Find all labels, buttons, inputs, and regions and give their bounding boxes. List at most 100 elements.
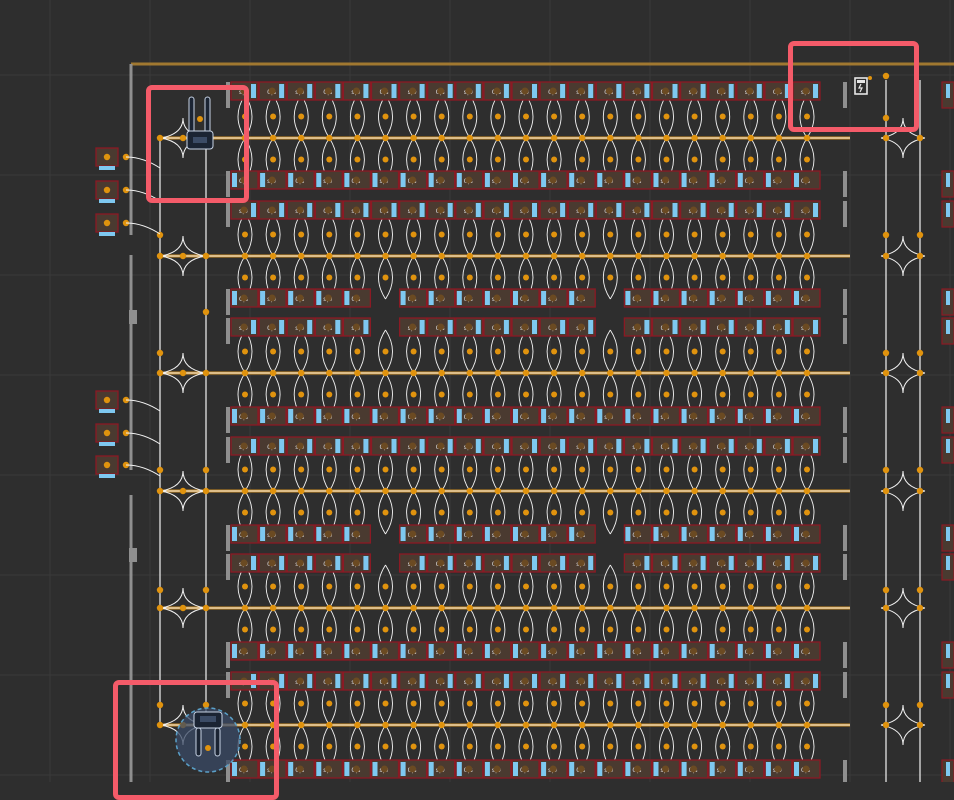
- path-node[interactable]: [298, 156, 305, 163]
- path-node[interactable]: [691, 466, 698, 473]
- path-node[interactable]: [242, 626, 248, 633]
- path-node[interactable]: [466, 721, 473, 729]
- path-node[interactable]: [635, 134, 642, 142]
- rack-slot[interactable]: s|0: [483, 170, 512, 190]
- path-node[interactable]: [179, 134, 187, 142]
- path-node[interactable]: [579, 626, 586, 633]
- path-node[interactable]: [241, 369, 249, 377]
- rack-slot[interactable]: 0|s: [567, 641, 596, 661]
- path-node[interactable]: [579, 156, 586, 163]
- path-node[interactable]: [635, 604, 642, 612]
- path-node[interactable]: [882, 369, 890, 377]
- rack-slot[interactable]: 0|s: [539, 436, 568, 456]
- path-node[interactable]: [241, 252, 249, 260]
- path-node[interactable]: [438, 113, 445, 120]
- path-node[interactable]: [241, 487, 249, 495]
- path-node[interactable]: [916, 466, 924, 474]
- path-node[interactable]: [551, 274, 558, 281]
- path-node[interactable]: [607, 156, 614, 163]
- path-node[interactable]: [719, 369, 726, 377]
- path-node[interactable]: [607, 626, 614, 633]
- path-node[interactable]: [523, 509, 529, 516]
- path-node[interactable]: [663, 487, 670, 495]
- path-node[interactable]: [804, 466, 810, 473]
- path-node[interactable]: [663, 348, 670, 355]
- station-link[interactable]: [125, 222, 161, 235]
- path-node[interactable]: [663, 583, 670, 590]
- path-node[interactable]: [803, 487, 811, 495]
- path-node[interactable]: [298, 466, 305, 473]
- rack-slot[interactable]: 0|s: [764, 553, 793, 573]
- path-node[interactable]: [607, 348, 614, 355]
- work-station[interactable]: [95, 455, 161, 478]
- rack-slot[interactable]: 0|s: [455, 170, 484, 190]
- rack-slot[interactable]: s|0: [595, 406, 624, 426]
- rack-slot[interactable]: s|0: [258, 641, 287, 661]
- rack-slot[interactable]: 0|s: [736, 759, 765, 779]
- path-node[interactable]: [382, 721, 389, 729]
- rack-slot[interactable]: 0|s: [427, 671, 456, 691]
- station-link[interactable]: [125, 464, 161, 477]
- path-node[interactable]: [382, 509, 389, 516]
- junction[interactable]: [160, 470, 206, 512]
- path-node[interactable]: [691, 583, 698, 590]
- path-node[interactable]: [298, 348, 305, 355]
- rack-slot[interactable]: 0|s: [314, 200, 343, 220]
- path-node[interactable]: [747, 274, 754, 281]
- rack-slot[interactable]: s|0: [708, 288, 737, 308]
- rack-slot[interactable]: s|0: [736, 553, 765, 573]
- rack-slot[interactable]: 0|s: [679, 759, 709, 779]
- path-node[interactable]: [551, 626, 558, 633]
- path-node[interactable]: [804, 583, 810, 590]
- rack-rows[interactable]: s|00|ss|00|ss|00|ss|00|ss|00|ss|00|ss|00…: [226, 81, 954, 782]
- path-curve[interactable]: [378, 329, 393, 374]
- path-node[interactable]: [242, 391, 248, 398]
- path-node[interactable]: [410, 274, 417, 281]
- path-node[interactable]: [522, 369, 530, 377]
- path-node[interactable]: [607, 466, 614, 473]
- path-node[interactable]: [719, 466, 726, 473]
- rack-slot[interactable]: s|0: [651, 170, 681, 190]
- path-node[interactable]: [775, 626, 782, 633]
- path-node[interactable]: [326, 369, 333, 377]
- path-node[interactable]: [523, 231, 529, 238]
- rack-slot[interactable]: 0|s: [736, 288, 765, 308]
- rack-slot[interactable]: s|0: [483, 641, 512, 661]
- path-node[interactable]: [466, 509, 473, 516]
- rack-slot[interactable]: s|0: [539, 288, 568, 308]
- path-node[interactable]: [410, 583, 417, 590]
- rack-slot[interactable]: 0|s: [398, 288, 428, 308]
- path-node[interactable]: [270, 626, 277, 633]
- rack-slot[interactable]: 0|s: [736, 524, 765, 544]
- path-node[interactable]: [410, 231, 417, 238]
- rack-slot[interactable]: s|0: [595, 170, 624, 190]
- path-curve[interactable]: [602, 329, 618, 374]
- path-node[interactable]: [522, 252, 530, 260]
- path-node[interactable]: [775, 113, 782, 120]
- path-node[interactable]: [326, 700, 333, 707]
- rack-slot[interactable]: 0|s: [623, 641, 653, 661]
- rack-slot[interactable]: s|0: [342, 671, 372, 691]
- path-node[interactable]: [354, 391, 361, 398]
- rack-slot[interactable]: s|0: [708, 641, 737, 661]
- path-node[interactable]: [298, 721, 305, 729]
- path-node[interactable]: [494, 252, 502, 260]
- rack-slot[interactable]: s|0: [764, 170, 793, 190]
- rack-slot[interactable]: s|0: [511, 317, 540, 337]
- path-node[interactable]: [691, 604, 698, 612]
- path-node[interactable]: [298, 487, 305, 495]
- rack-slot[interactable]: s|0: [539, 759, 568, 779]
- path-node[interactable]: [747, 113, 754, 120]
- path-node[interactable]: [916, 369, 924, 377]
- path-node[interactable]: [270, 113, 277, 120]
- path-node[interactable]: [719, 391, 726, 398]
- path-node[interactable]: [579, 700, 586, 707]
- path-node[interactable]: [354, 231, 361, 238]
- work-station[interactable]: [95, 147, 161, 170]
- rack-slot[interactable]: s|0: [427, 288, 456, 308]
- rack-slot[interactable]: 0|s: [342, 759, 372, 779]
- rack-slot[interactable]: s|0: [736, 317, 765, 337]
- path-node[interactable]: [382, 134, 389, 142]
- rack-slot[interactable]: s|0: [314, 406, 343, 426]
- path-node[interactable]: [882, 134, 890, 142]
